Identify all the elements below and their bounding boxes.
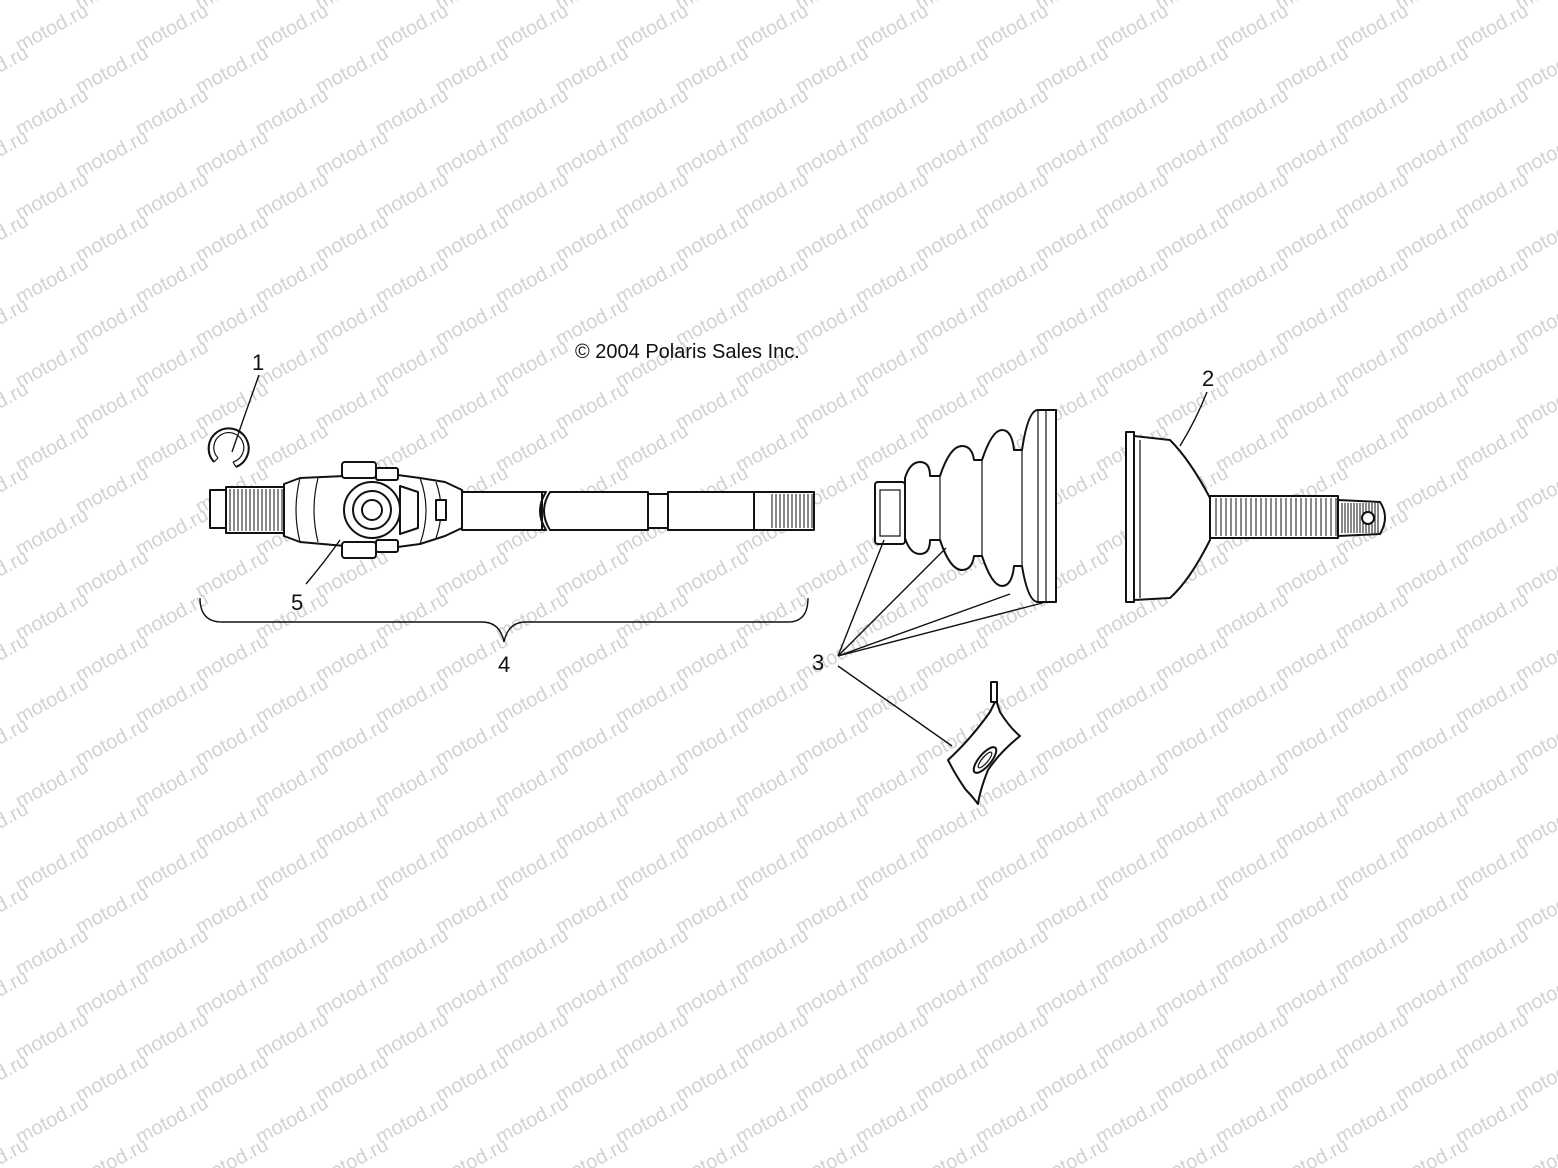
callout-3: 3 [812,650,824,675]
watermark-text: motod.ru [72,1134,152,1168]
callout-4: 4 [498,652,510,677]
watermark-text: motod.ru [312,1134,392,1168]
callout-2: 2 [1202,366,1214,391]
bracket-4 [199,597,809,643]
watermark-text: motod.ru [672,1134,752,1168]
copyright-notice: © 2004 Polaris Sales Inc. [575,341,800,363]
watermark-text: motod.ru [1152,1134,1232,1168]
leader-1 [231,374,260,453]
watermark-text: motod.ru [1512,1134,1558,1168]
grease-packet-part[interactable] [947,681,1021,805]
leader-3 [837,539,1047,747]
outer-cv-joint-part[interactable] [1125,431,1386,603]
watermark-text: motod.ru [192,1134,272,1168]
watermark-text: motod.ru [792,1134,872,1168]
callout-1: 1 [252,350,264,375]
drive-shaft-part[interactable] [209,461,815,559]
watermark-text: motod.ru [1392,1134,1472,1168]
watermark-text: motod.ru [1272,1134,1352,1168]
watermark-text: motod.ru [0,0,32,14]
leader-5 [305,539,341,585]
watermark-text: motod.ru [1032,1134,1112,1168]
watermark-text: motod.ru [432,1134,512,1168]
watermark-text: motod.ru [552,1134,632,1168]
circlip-part[interactable] [207,427,250,468]
cv-boot-part[interactable] [874,409,1057,603]
callout-5: 5 [291,590,303,615]
leader-2 [1179,391,1208,447]
watermark-text: motod.ru [912,1134,992,1168]
